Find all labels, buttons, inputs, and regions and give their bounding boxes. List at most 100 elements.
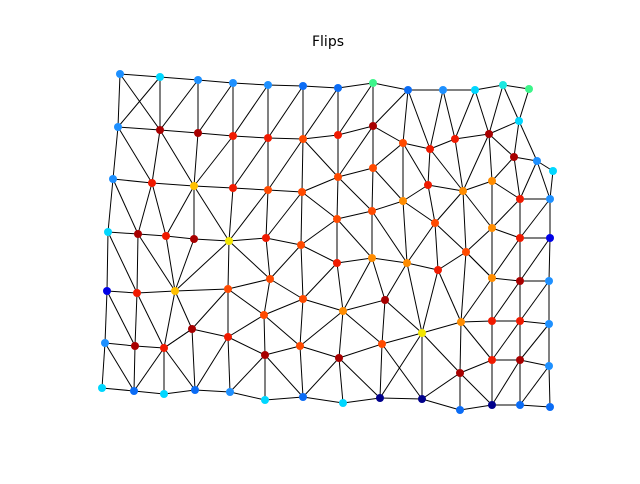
mesh-node <box>459 187 467 195</box>
mesh-edge <box>193 135 234 187</box>
mesh-node <box>339 307 347 315</box>
mesh-edge <box>434 222 467 253</box>
mesh-edge <box>228 189 269 242</box>
mesh-node <box>462 248 470 256</box>
mesh-edge <box>174 238 195 292</box>
mesh-node <box>457 318 465 326</box>
mesh-node <box>190 235 198 243</box>
mesh-node <box>525 85 533 93</box>
mesh-edge <box>462 190 493 229</box>
mesh-node <box>261 351 269 359</box>
mesh-node <box>426 145 434 153</box>
mesh-edge <box>263 314 266 356</box>
mesh-node <box>546 195 554 203</box>
mesh-edge <box>299 298 304 347</box>
mesh-node <box>456 369 464 377</box>
mesh-node <box>516 234 524 242</box>
mesh-edge <box>227 314 265 338</box>
mesh-edge <box>488 133 493 182</box>
mesh-node <box>333 259 341 267</box>
mesh-edge <box>194 389 231 393</box>
mesh-node <box>103 287 111 295</box>
mesh-node <box>260 311 268 319</box>
mesh-edge <box>371 210 408 264</box>
mesh-edge <box>338 357 381 399</box>
mesh-node <box>266 275 274 283</box>
mesh-edge <box>133 347 165 392</box>
mesh-edge <box>264 354 304 398</box>
mesh-edge <box>159 79 199 131</box>
mesh-edge <box>263 314 301 347</box>
mesh-edge <box>491 359 521 406</box>
mesh-edge <box>267 138 304 191</box>
mesh-node <box>229 79 237 87</box>
mesh-edge <box>372 89 409 127</box>
mesh-edge <box>104 290 108 344</box>
mesh-node <box>334 84 342 92</box>
mesh-edge <box>379 397 423 400</box>
mesh-node <box>131 342 139 350</box>
mesh-node <box>515 117 523 125</box>
mesh-edge <box>117 76 161 128</box>
mesh-edge <box>337 125 374 136</box>
mesh-edge <box>191 328 229 338</box>
mesh-edge <box>519 237 551 282</box>
mesh-edge <box>459 404 493 411</box>
mesh-edge <box>194 336 229 391</box>
mesh-edge <box>459 372 493 406</box>
mesh-edge <box>232 84 269 137</box>
mesh-node <box>264 81 272 89</box>
mesh-edge <box>191 288 229 330</box>
mesh-edge <box>133 345 136 392</box>
mesh-edge <box>402 184 429 202</box>
mesh-edge <box>536 160 551 200</box>
mesh-edge <box>518 88 530 122</box>
mesh-edge <box>488 133 515 158</box>
mesh-edge <box>502 84 520 122</box>
mesh-edge <box>519 320 550 325</box>
mesh-edge <box>460 320 493 323</box>
mesh-edge <box>263 298 304 316</box>
mesh-node <box>488 177 496 185</box>
mesh-node <box>499 81 507 89</box>
mesh-node <box>156 73 164 81</box>
mesh-node <box>334 173 342 181</box>
mesh-edge <box>263 278 271 316</box>
mesh-edge <box>301 176 339 193</box>
mesh-node <box>262 234 270 242</box>
mesh-node <box>298 188 306 196</box>
mesh-edge <box>117 73 121 128</box>
mesh-edge <box>165 185 195 237</box>
mesh-edge <box>106 290 136 347</box>
mesh-node <box>162 232 170 240</box>
mesh-edge <box>336 210 373 220</box>
mesh-edge <box>174 240 230 292</box>
mesh-edge <box>106 231 109 292</box>
mesh-node <box>488 356 496 364</box>
mesh-node <box>545 362 553 370</box>
mesh-edge <box>454 138 464 192</box>
mesh-edge <box>159 129 195 187</box>
mesh-node <box>471 86 479 94</box>
mesh-edge <box>379 343 383 399</box>
mesh-node <box>418 395 426 403</box>
mesh-node <box>399 139 407 147</box>
mesh-edge <box>338 310 344 359</box>
mesh-node <box>456 406 464 414</box>
mesh-edge <box>421 398 461 411</box>
mesh-node <box>488 274 496 282</box>
mesh-edge <box>300 218 338 246</box>
mesh-edge <box>337 125 374 178</box>
mesh-edge <box>136 233 139 294</box>
mesh-edge <box>402 200 436 224</box>
mesh-edge <box>460 251 467 323</box>
mesh-node <box>296 342 304 350</box>
mesh-edge <box>302 134 339 140</box>
mesh-node <box>194 76 202 84</box>
mesh-node <box>431 219 439 227</box>
mesh-node <box>516 317 524 325</box>
mesh-edge <box>429 138 456 150</box>
mesh-node <box>403 259 411 267</box>
mesh-edge <box>232 82 269 86</box>
mesh-edge <box>117 126 153 184</box>
